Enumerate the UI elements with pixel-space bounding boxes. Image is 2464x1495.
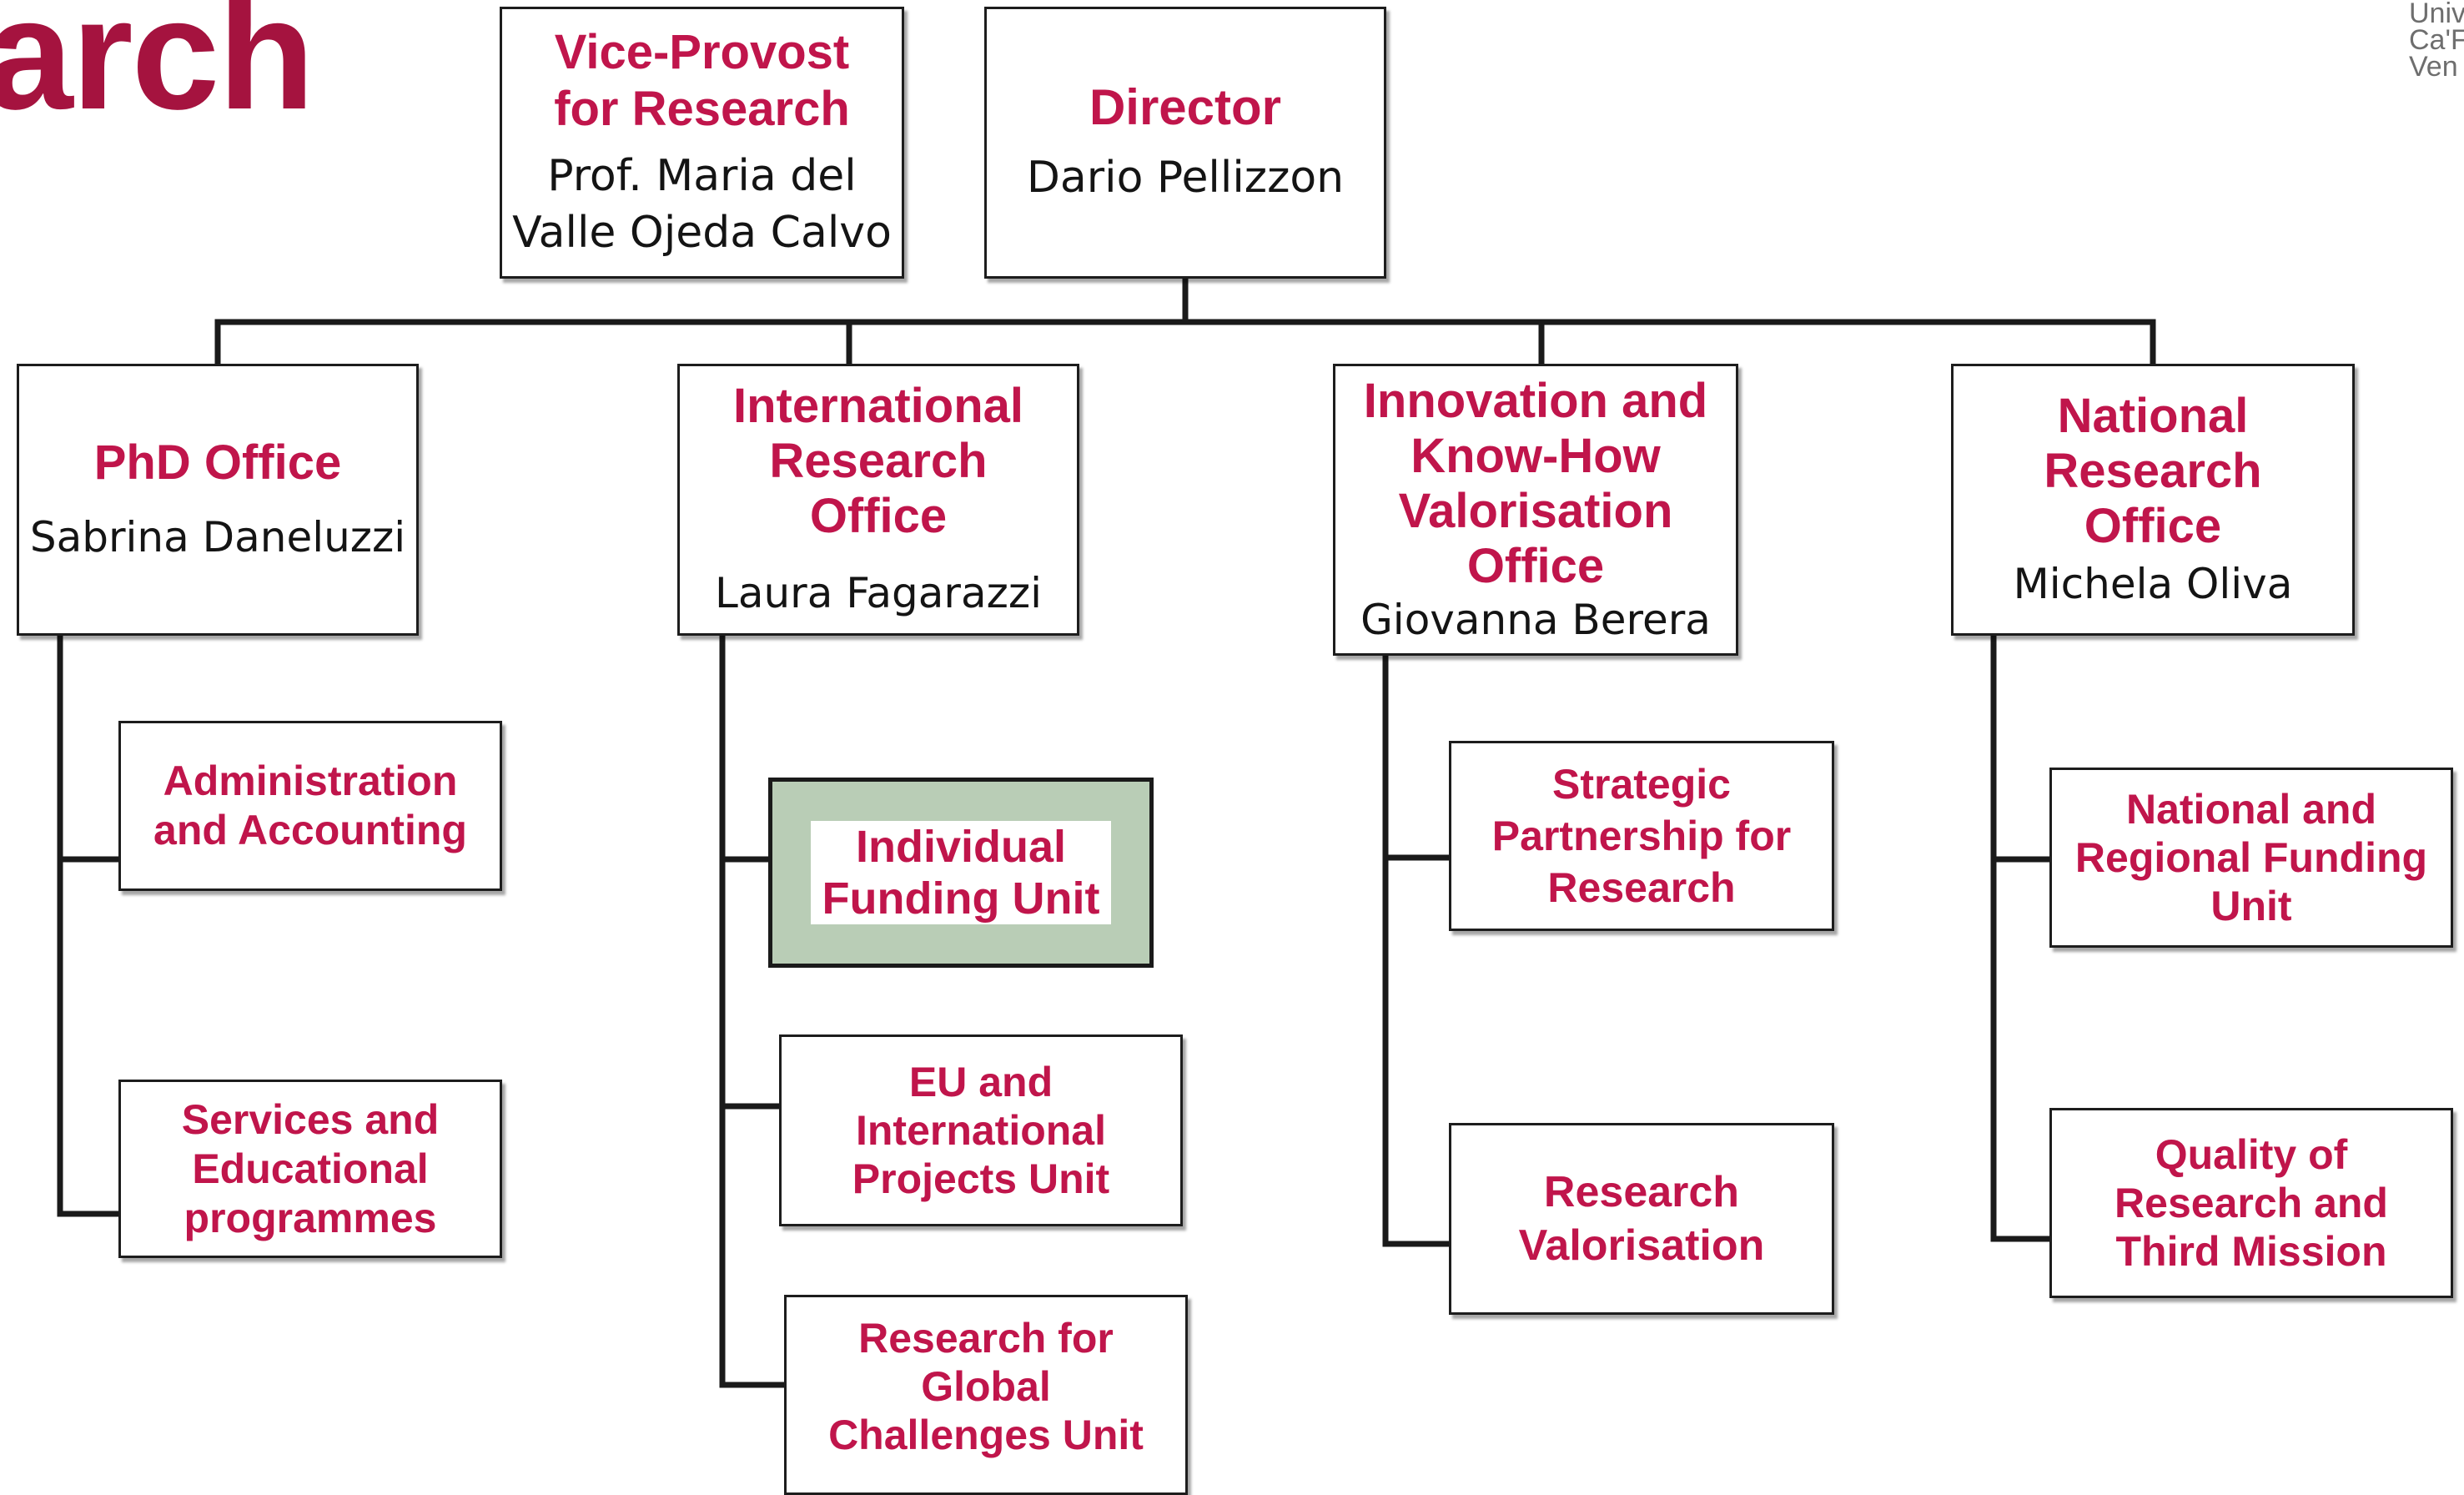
person-line: Valle Ojeda Calvo xyxy=(512,208,892,258)
vice-provost-person: Prof. Maria del Valle Ojeda Calvo xyxy=(512,148,892,261)
national-office-person: Michela Oliva xyxy=(2013,560,2293,608)
unit-line: Unit xyxy=(2210,883,2292,929)
unit-research-global-challenges: Research for Global Challenges Unit xyxy=(784,1295,1188,1495)
title-line: International xyxy=(732,379,1024,433)
highlight-label: Individual Funding Unit xyxy=(810,821,1112,924)
unit-line: Research and xyxy=(2115,1180,2388,1226)
title-line: Office xyxy=(1466,539,1605,593)
national-office-title: National Research Office xyxy=(2044,389,2261,554)
unit-line: Partnership for xyxy=(1491,813,1792,859)
unit-line: Individual xyxy=(855,822,1066,872)
national-office-box: National Research Office Michela Oliva xyxy=(1951,364,2355,636)
unit-line: Global xyxy=(921,1363,1051,1410)
title-line: Vice-Provost xyxy=(554,25,850,79)
unit-line: Challenges Unit xyxy=(828,1412,1144,1458)
unit-line: and Accounting xyxy=(153,807,467,853)
international-office-person: Laura Fagarazzi xyxy=(714,569,1043,617)
unit-line: Funding Unit xyxy=(822,873,1100,924)
unit-line: Research for xyxy=(858,1315,1114,1362)
unit-line: Services and xyxy=(181,1095,440,1143)
university-logo: Univ Ca'F Ven xyxy=(2409,0,2464,80)
unit-line: Educational xyxy=(192,1145,429,1192)
title-line: Office xyxy=(809,489,948,543)
unit-research-valorisation: Research Valorisation xyxy=(1449,1123,1834,1315)
unit-national-regional-funding: National and Regional Funding Unit xyxy=(2049,768,2453,948)
innovation-office-title: Innovation and Know-How Valorisation Off… xyxy=(1364,374,1707,594)
international-office-title: International Research Office xyxy=(733,379,1023,544)
logo-line: Univ xyxy=(2409,0,2464,29)
phd-office-title: PhD Office xyxy=(93,435,342,490)
unit-line: National and xyxy=(2125,786,2377,833)
unit-line: Administration xyxy=(163,758,458,804)
vice-provost-box: Vice-Provost for Research Prof. Maria de… xyxy=(500,7,904,279)
director-title: Director xyxy=(1089,79,1282,135)
director-box: Director Dario Pellizzon xyxy=(984,7,1386,279)
unit-eu-international-projects: EU and International Projects Unit xyxy=(779,1034,1183,1226)
title-line: Research xyxy=(769,434,988,488)
unit-line: EU and xyxy=(908,1059,1053,1105)
unit-administration-accounting: Administration and Accounting xyxy=(118,721,502,891)
unit-line: Valorisation xyxy=(1518,1221,1765,1270)
director-person: Dario Pellizzon xyxy=(1026,153,1345,203)
unit-line: programmes xyxy=(184,1194,437,1241)
title-line: Office xyxy=(2084,499,2222,553)
page-title-fragment: arch xyxy=(0,0,314,143)
international-office-box: International Research Office Laura Faga… xyxy=(677,364,1079,636)
title-line: Innovation and xyxy=(1363,374,1708,428)
phd-office-person: Sabrina Daneluzzi xyxy=(29,513,406,561)
person-line: Prof. Maria del xyxy=(547,151,857,201)
vice-provost-title: Vice-Provost for Research xyxy=(554,24,850,138)
title-line: Know-How xyxy=(1411,429,1661,483)
unit-individual-funding-highlighted: Individual Funding Unit xyxy=(768,778,1154,968)
logo-line: Ven xyxy=(2409,51,2458,80)
title-line: Valorisation xyxy=(1398,484,1673,538)
unit-line: Research xyxy=(1543,1168,1740,1216)
unit-line: International xyxy=(855,1107,1107,1154)
unit-quality-research-third-mission: Quality of Research and Third Mission xyxy=(2049,1108,2453,1298)
unit-line: Projects Unit xyxy=(852,1155,1110,1202)
title-line: National xyxy=(2057,389,2249,443)
unit-line: Strategic xyxy=(1552,761,1731,808)
innovation-office-box: Innovation and Know-How Valorisation Off… xyxy=(1333,364,1738,656)
phd-office-box: PhD Office Sabrina Daneluzzi xyxy=(17,364,419,636)
logo-line: Ca'F xyxy=(2409,24,2464,56)
unit-line: Third Mission xyxy=(2115,1228,2387,1275)
title-line: Research xyxy=(2044,444,2262,498)
unit-line: Quality of xyxy=(2155,1131,2348,1178)
innovation-office-person: Giovanna Berera xyxy=(1360,596,1711,644)
title-line: for Research xyxy=(554,82,850,136)
unit-services-educational-programmes: Services and Educational programmes xyxy=(118,1080,502,1258)
unit-strategic-partnership: Strategic Partnership for Research xyxy=(1449,741,1834,931)
unit-line: Regional Funding xyxy=(2074,834,2428,881)
unit-line: Research xyxy=(1547,864,1736,911)
